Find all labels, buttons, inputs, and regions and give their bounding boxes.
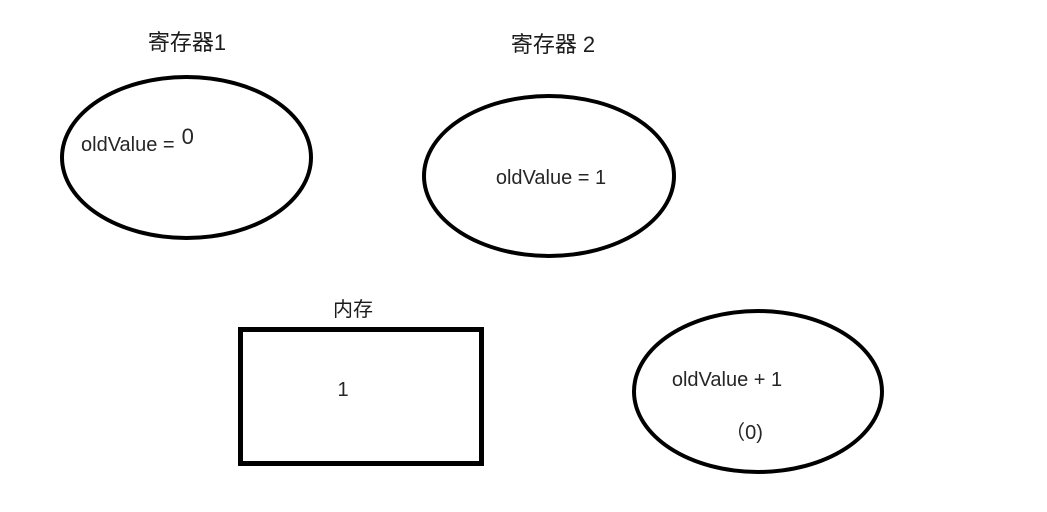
register1-title: 寄存器1 [147, 30, 227, 55]
temp-result-expression: oldValue + 1 [671, 369, 783, 391]
memory-title: 内存 [333, 299, 373, 321]
register1-ellipse [60, 75, 313, 240]
register2-value: oldValue = 1 [495, 167, 607, 189]
register1-value-superscript: 0 [181, 124, 194, 149]
register2-ellipse [422, 94, 676, 258]
memory-value: 1 [337, 379, 349, 401]
register1-value: oldValue = 0 [81, 124, 194, 157]
register1-value-base: oldValue = [81, 134, 175, 156]
temp-result-ellipse [632, 309, 884, 474]
memory-rect [238, 327, 484, 466]
temp-result-parenthetical: （0) [725, 422, 763, 444]
register2-title: 寄存器 2 [510, 32, 596, 57]
